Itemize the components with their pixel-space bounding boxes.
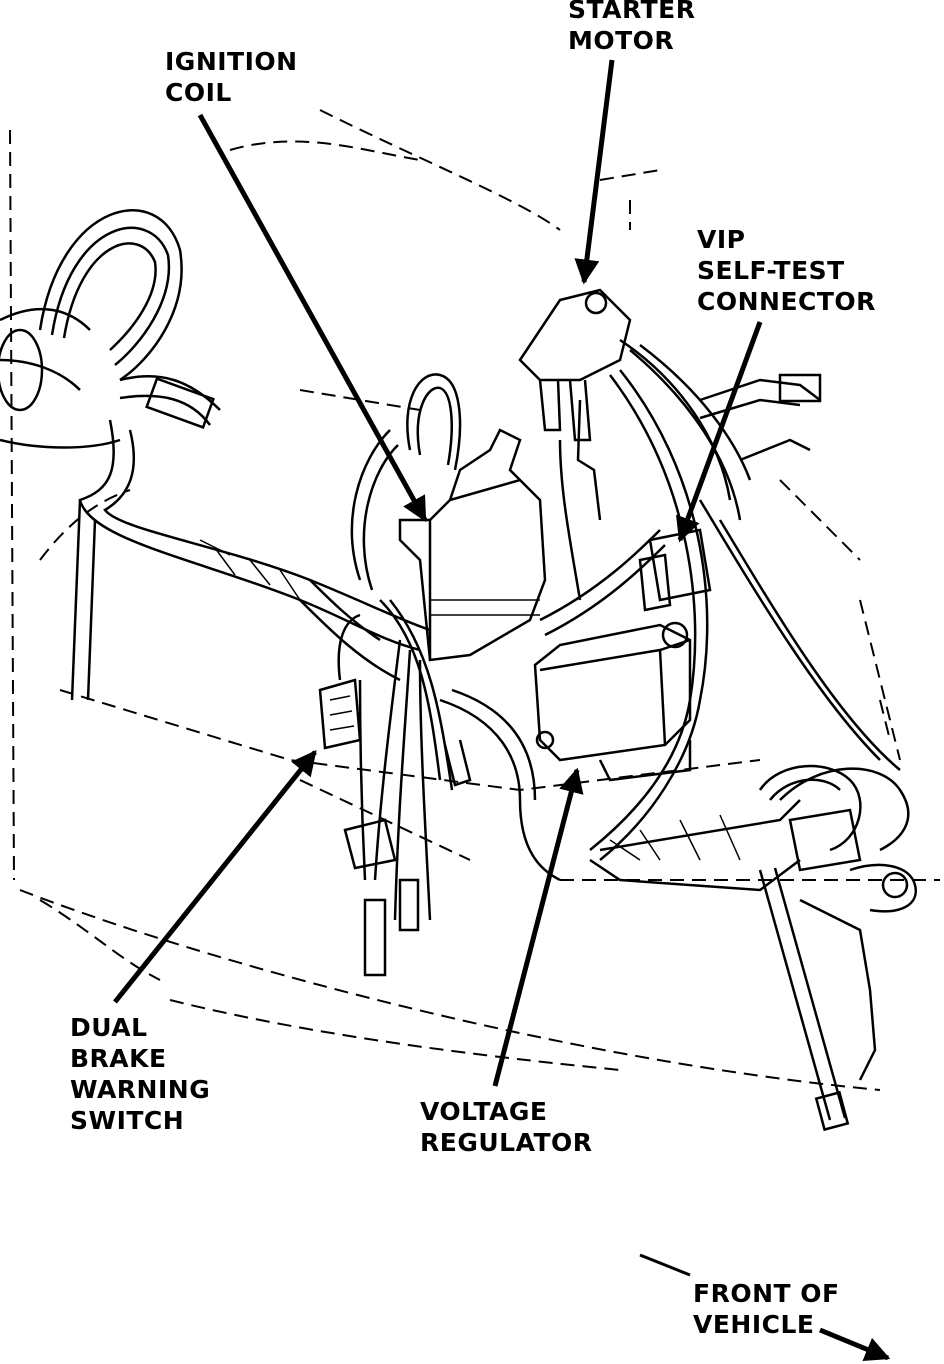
label-voltage-regulator: VOLTAGE REGULATOR [420,1097,593,1157]
label-front-of-vehicle: FRONT OF VEHICLE [693,1279,840,1339]
main-wire-harness [70,419,431,701]
right-lower-assembly [589,499,918,1132]
engine-bay-outline [9,109,940,1091]
starter-relay-shape [518,288,822,861]
callout-arrows [113,59,891,1361]
voltage-regulator-shape [533,621,692,782]
brake-switch-wires [318,599,561,977]
arrow-voltage-regulator [492,767,584,1087]
vip-connector-shape [539,528,712,637]
left-wire-loop [0,209,221,449]
label-starter-motor: STARTER MOTOR [568,0,696,55]
ignition-coil-shape [350,373,547,662]
label-ignition-coil: IGNITION COIL [165,47,298,107]
arrow-front-of-vehicle [819,1327,891,1361]
arrow-vip-connector [676,321,763,543]
front-line [639,1253,691,1277]
label-vip-self-test-connector: VIP SELF-TEST CONNECTOR [697,225,876,316]
arrow-starter-motor [574,59,615,285]
label-dual-brake-warning-switch: DUAL BRAKE WARNING SWITCH [70,1013,211,1135]
arrow-ignition-coil [197,113,428,523]
arrow-dual-brake [113,750,317,1004]
